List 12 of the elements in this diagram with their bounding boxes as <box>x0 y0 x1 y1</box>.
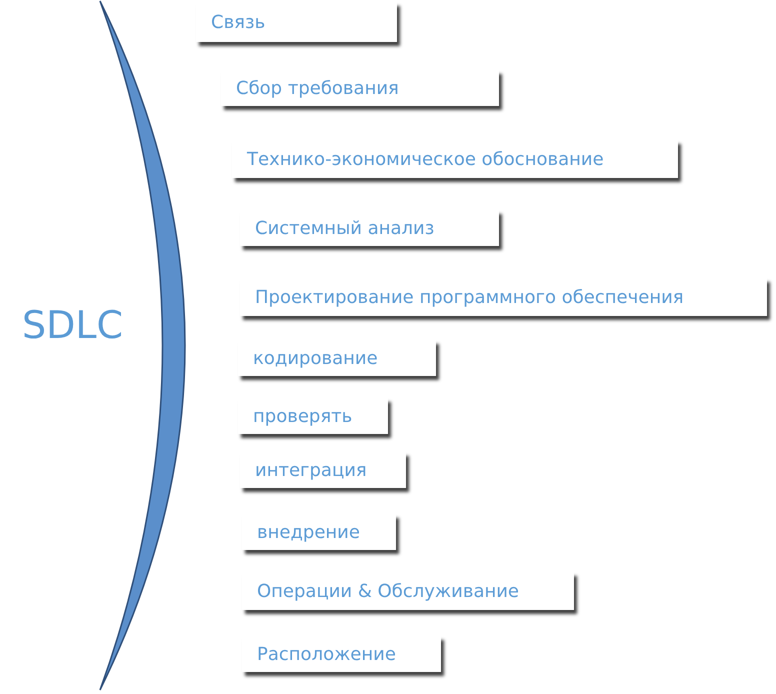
step-label: внедрение <box>257 520 360 544</box>
step-label: Системный анализ <box>255 216 434 240</box>
step-label: интеграция <box>255 458 367 482</box>
step-label: Связь <box>211 10 266 34</box>
step-label: Проектирование программного обеспечения <box>255 286 684 310</box>
step-label: Операции & Обслуживание <box>257 580 520 604</box>
step-label: проверять <box>253 404 352 428</box>
step-label: Расположение <box>257 642 396 666</box>
step-label: Сбор требования <box>236 76 399 100</box>
step-label: Технико-экономическое обоснование <box>247 148 604 172</box>
step-label: кодирование <box>253 346 378 370</box>
diagram-label: SDLC <box>22 302 124 348</box>
